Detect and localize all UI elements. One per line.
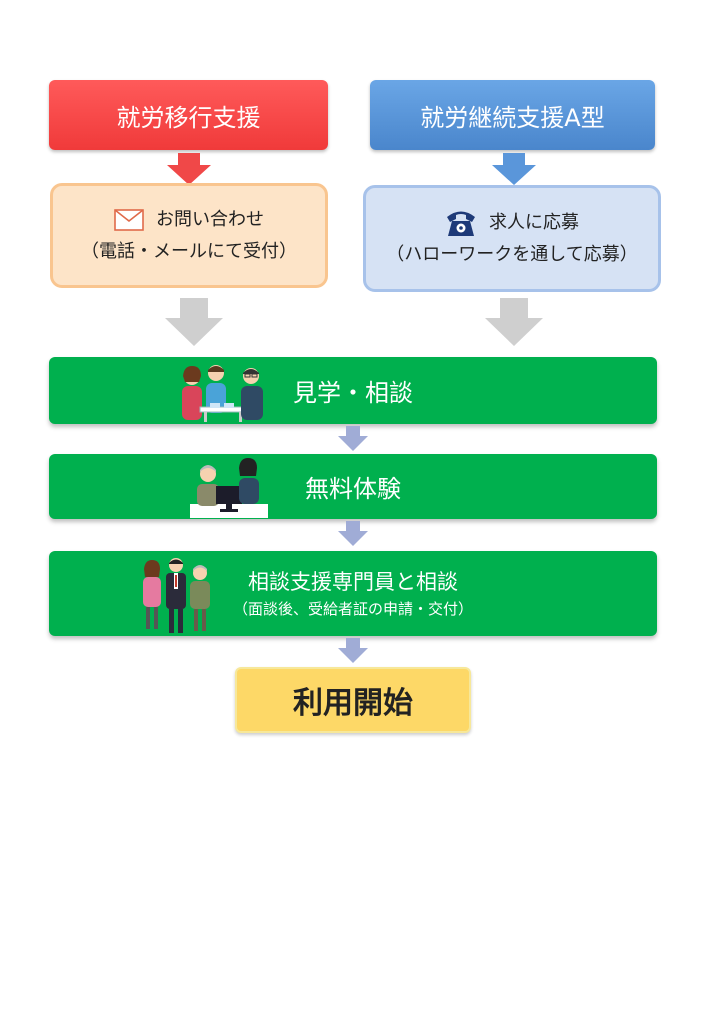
left-track-header: 就労移行支援: [49, 80, 328, 150]
right-step-title: 求人に応募: [489, 211, 579, 233]
blue-arrow: [492, 153, 536, 185]
red-arrow: [167, 153, 211, 185]
left-step-box: お問い合わせ （電話・メールにて受付）: [50, 183, 328, 288]
family-specialist-illustration: [143, 558, 210, 633]
step-tour-consultation: 見学・相談: [49, 357, 657, 424]
left-step-title: お問い合わせ: [156, 208, 264, 230]
gray-arrow-right: [485, 298, 543, 346]
small-arrow-3: [338, 638, 368, 663]
telephone-icon: [447, 211, 475, 236]
envelope-icon: [114, 208, 144, 231]
gray-arrow-left: [165, 298, 223, 346]
right-track-header: 就労継続支援A型: [370, 80, 655, 150]
small-arrow-2: [338, 521, 368, 546]
small-arrow-1: [338, 426, 368, 451]
consultation-people-illustration: [182, 365, 263, 422]
right-step-box: 求人に応募 （ハローワークを通して応募）: [363, 185, 661, 292]
step-trial-label: 無料体験: [305, 475, 401, 503]
left-step-note: （電話・メールにて受付）: [81, 240, 297, 262]
start-usage-box: 利用開始: [235, 667, 471, 733]
right-step-note: （ハローワークを通して応募）: [386, 243, 638, 265]
trial-work-illustration: [190, 458, 268, 518]
start-usage-label: 利用開始: [293, 686, 413, 721]
step-specialist-label: 相談支援専門員と相談: [248, 569, 458, 594]
left-track-title: 就労移行支援: [116, 103, 261, 132]
step-specialist-note: （面談後、受給者証の申請・交付）: [232, 599, 473, 618]
step-tour-label: 見学・相談: [293, 379, 413, 407]
step-free-trial: 無料体験: [49, 454, 657, 519]
right-track-title: 就労継続支援A型: [420, 103, 605, 132]
